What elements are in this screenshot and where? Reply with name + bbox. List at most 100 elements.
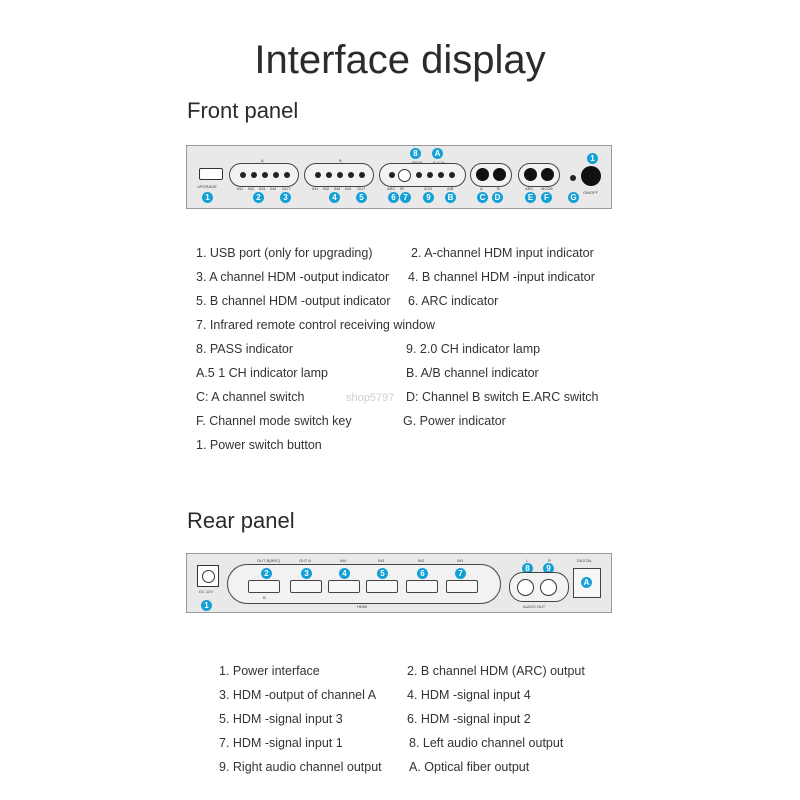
badge-a-in: 2 [253, 192, 264, 203]
hdmi-port-in3 [366, 580, 398, 593]
hdmi-port-group: B [227, 564, 501, 604]
audio-out-group [509, 572, 569, 602]
rear-power-label: DC 12V [199, 589, 214, 594]
badge-ch51: A [432, 148, 443, 159]
badge-power-btn: 1 [587, 153, 598, 164]
rear-legend-1-2: 2. B channel HDM (ARC) output [407, 664, 585, 678]
group-a-indicators [229, 163, 299, 187]
rear-legend: 1. Power interface 2. B channel HDM (ARC… [219, 664, 619, 784]
arc-switch-button[interactable] [524, 168, 537, 181]
group-a-label: A [261, 158, 264, 163]
usb-label: UPGRADE [197, 184, 217, 189]
group-b-port-4: IN4 [345, 186, 352, 191]
front-legend-8-2: G. Power indicator [403, 414, 506, 428]
badge-rear-power: 1 [201, 600, 212, 611]
group-b-indicators [304, 163, 374, 187]
badge-ch2: 9 [423, 192, 434, 203]
badge-b-in: 4 [329, 192, 340, 203]
ir-window [398, 169, 411, 182]
rear-legend-3-2: 6. HDM -signal input 2 [407, 712, 531, 726]
rear-legend-2-1: 3. HDM -output of channel A [219, 688, 377, 702]
hdmi-label-4: IN3 [378, 558, 385, 563]
hdmi-label-3: IN4 [340, 558, 347, 563]
badge-sw-b: D [492, 192, 503, 203]
front-legend-1-2: 2. A-channel HDM input indicator [411, 246, 594, 260]
group-a-port-2: IN2 [248, 186, 255, 191]
rear-panel-title: Rear panel [187, 508, 295, 533]
front-legend-7-2: D: Channel B switch E.ARC switch [406, 390, 599, 404]
mode-port-ir: IR [400, 186, 404, 191]
badge-pass: 8 [410, 148, 421, 159]
hdmi-port-in2 [406, 580, 438, 593]
badge-sw-mode: F [541, 192, 552, 203]
badge-h7: 7 [455, 568, 466, 579]
badge-usb: 1 [202, 192, 213, 203]
group-b-port-2: IN2 [323, 186, 330, 191]
hdmi-label-5: IN2 [418, 558, 425, 563]
mode-port-ab: A/B [447, 186, 454, 191]
badge-h3: 3 [301, 568, 312, 579]
ab-switch-group [470, 163, 512, 187]
front-legend-3-1: 5. B channel HDM -output indicator [196, 294, 391, 308]
switch-b-button[interactable] [493, 168, 506, 181]
rear-legend-5-2: A. Optical fiber output [409, 760, 530, 774]
page-title: Interface display [254, 38, 546, 82]
hdmi-port-out-a [290, 580, 322, 593]
hdmi-group-label: HDMI [357, 604, 368, 609]
badge-power-led: G [568, 192, 579, 203]
usb-port [199, 168, 223, 180]
group-b-port-5: OUT [357, 186, 366, 191]
hdmi-label-2: OUT A [299, 558, 311, 563]
mode-switch-button[interactable] [541, 168, 554, 181]
rear-legend-2-2: 4. HDM -signal input 4 [407, 688, 531, 702]
hdmi-arc-label: B [263, 595, 266, 600]
watermark: shop5797 [346, 392, 395, 404]
rear-legend-4-2: 8. Left audio channel output [409, 736, 564, 750]
audio-label-r: R [548, 558, 551, 563]
mode-indicators [379, 163, 466, 187]
badge-a-out: 3 [280, 192, 291, 203]
hdmi-label-1: OUT B(ARC) [257, 558, 281, 563]
front-legend-1-1: 1. USB port (only for upgrading) [196, 246, 373, 260]
badge-h4: 4 [339, 568, 350, 579]
group-b-label: B [339, 158, 342, 163]
badge-left: 8 [522, 563, 533, 574]
rca-left-jack [517, 579, 534, 596]
group-b-port-1: IN1 [312, 186, 319, 191]
group-a-port-3: IN3 [259, 186, 266, 191]
front-legend-6-2: B. A/B channel indicator [406, 366, 539, 380]
switch-a-button[interactable] [476, 168, 489, 181]
mode-port-arc: ARC [387, 186, 396, 191]
badge-ab: B [445, 192, 456, 203]
power-jack [197, 565, 219, 587]
front-legend-2-2: 4. B channel HDM -input indicator [408, 270, 595, 284]
rear-legend-1-1: 1. Power interface [219, 664, 320, 678]
hdmi-port-out-b [248, 580, 280, 593]
front-legend-7-1: C: A channel switch [196, 390, 305, 404]
front-legend-6-1: A.5 1 CH indicator lamp [196, 366, 329, 380]
rear-legend-3-1: 5. HDM -signal input 3 [219, 712, 343, 726]
pass-label: PASS [412, 160, 422, 165]
badge-arc: 6 [388, 192, 399, 203]
surround-label: 5.1CH [433, 160, 444, 165]
mode-switch-label: MODE [541, 186, 553, 191]
switch-a-label: A [480, 186, 483, 191]
badge-h6: 6 [417, 568, 428, 579]
badge-right: 9 [543, 563, 554, 574]
mode-switch-group [518, 163, 560, 187]
group-b-port-3: IN3 [334, 186, 341, 191]
badge-h5: 5 [377, 568, 388, 579]
group-a-port-1: IN1 [237, 186, 244, 191]
front-legend-4-1: 7. Infrared remote control receiving win… [196, 318, 436, 332]
badge-sw-arc: E [525, 192, 536, 203]
power-label: ON/OFF [583, 190, 599, 195]
arc-switch-label: ARC [525, 186, 534, 191]
audio-label-l: L [526, 558, 529, 563]
badge-ir: 7 [400, 192, 411, 203]
group-a-port-4: IN4 [270, 186, 277, 191]
digital-label: DIGITAL [577, 558, 593, 563]
group-a-port-5: OUT [282, 186, 291, 191]
rear-legend-4-1: 7. HDM -signal input 1 [219, 736, 343, 750]
badge-b-out: 5 [356, 192, 367, 203]
power-button[interactable] [581, 166, 601, 186]
